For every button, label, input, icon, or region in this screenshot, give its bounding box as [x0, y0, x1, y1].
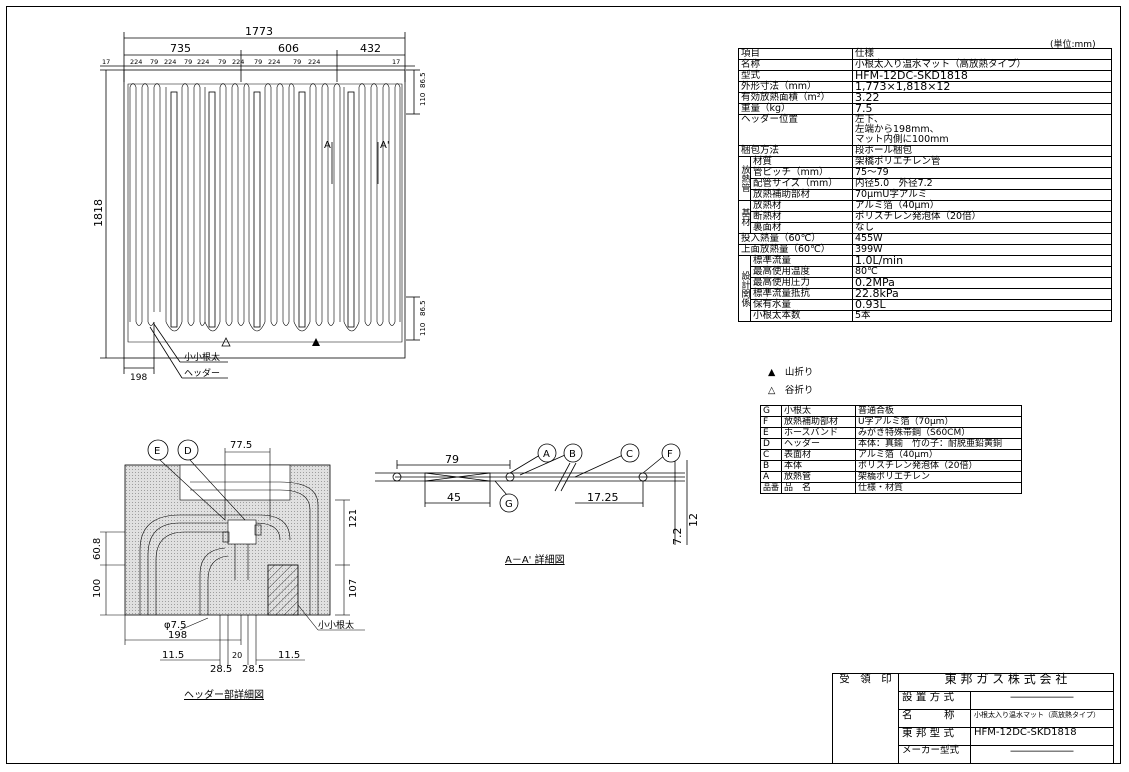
- svg-text:224: 224: [130, 58, 142, 66]
- svg-text:224: 224: [268, 58, 280, 66]
- svg-text:17: 17: [102, 58, 110, 66]
- dim-77-5: 77.5: [230, 440, 252, 451]
- svg-text:17: 17: [392, 58, 400, 66]
- section-label-a: A: [543, 449, 550, 460]
- dim-198: 198: [168, 630, 187, 641]
- right-bottom-dim: 86.5: [419, 300, 427, 316]
- dim-45: 45: [447, 491, 461, 504]
- dim-60-8: 60.8: [92, 538, 103, 560]
- drawing-frame: [6, 6, 1121, 764]
- dim-107: 107: [348, 579, 359, 598]
- section-label-f: F: [667, 449, 673, 460]
- label-header: ヘッダー: [184, 367, 220, 379]
- dim-11-5b: 11.5: [278, 650, 300, 661]
- pipe-pattern: [127, 83, 403, 343]
- dim-11-5a: 11.5: [162, 650, 184, 661]
- label-d: D: [184, 446, 192, 457]
- left-bottom-dim: 198: [130, 373, 147, 383]
- mountain-fold-mark: [312, 338, 320, 346]
- label-joist: 小小根太: [184, 351, 220, 363]
- seg2-dim: 606: [278, 42, 299, 55]
- section-detail: A B C F G 79 45 17.25 A－A' 詳細図 7.2 12: [375, 443, 700, 566]
- overall-width-dim: 1773: [245, 25, 273, 38]
- valley-fold-mark: [221, 337, 231, 347]
- valley-icon: △: [768, 385, 776, 396]
- unit-label: (単位:mm): [1050, 40, 1096, 50]
- section-caption: A－A' 詳細図: [505, 553, 565, 566]
- svg-text:79: 79: [218, 58, 226, 66]
- small-dims: 17 224 79 224 79 224 79 224 79 224 79 22…: [102, 58, 400, 66]
- section-mark-a2: A': [380, 140, 390, 151]
- stamp-area: 受 領 印: [832, 673, 899, 764]
- dim-12: 12: [687, 513, 700, 527]
- dim-100: 100: [92, 579, 103, 598]
- right-top-dim2: 86.5: [419, 72, 427, 88]
- dim-7-2: 7.2: [671, 528, 684, 546]
- svg-text:79: 79: [293, 58, 301, 66]
- svg-text:224: 224: [164, 58, 176, 66]
- label-e: E: [154, 446, 160, 457]
- legend-mountain: ▲ 山折り: [768, 367, 814, 378]
- header-detail-caption: ヘッダー部詳細図: [184, 688, 264, 701]
- dim-pipe: φ7.5: [164, 620, 187, 631]
- right-top-dim: 110: [419, 93, 427, 106]
- section-label-b: B: [569, 449, 576, 460]
- svg-text:224: 224: [232, 58, 244, 66]
- dim-20: 20: [232, 651, 242, 660]
- company-name: 東 邦 ガ ス 株 式 会 社: [898, 673, 1114, 692]
- svg-text:79: 79: [150, 58, 158, 66]
- title-block: 受 領 印 東 邦 ガ ス 株 式 会 社 設 置 方 式―――――― 名 称小…: [832, 673, 1114, 764]
- legend-valley: △ 谷折り: [768, 385, 814, 396]
- dim-17-25: 17.25: [587, 491, 619, 504]
- right-bottom-dim2: 110: [419, 323, 427, 336]
- svg-text:79: 79: [254, 58, 262, 66]
- plan-view: 1773 735 606 432 17 224 79 224 79 224 79…: [92, 25, 427, 383]
- dim-28-5b: 28.5: [242, 664, 264, 675]
- svg-text:224: 224: [308, 58, 320, 66]
- dim-121: 121: [348, 509, 359, 528]
- height-dim: 1818: [92, 199, 105, 227]
- seg3-dim: 432: [360, 42, 381, 55]
- dim-79: 79: [445, 453, 459, 466]
- mountain-icon: ▲: [768, 367, 776, 378]
- dim-28-5a: 28.5: [210, 664, 232, 675]
- header-detail: E D 77.5 198 11.5 20 11.5 28.5 28.5 φ7.5…: [92, 439, 365, 701]
- svg-text:79: 79: [184, 58, 192, 66]
- svg-text:224: 224: [197, 58, 209, 66]
- section-label-g: G: [505, 499, 513, 510]
- section-label-c: C: [626, 449, 633, 460]
- section-mark-a: A: [324, 140, 331, 151]
- label-joist-detail: 小小根太: [318, 619, 354, 631]
- seg1-dim: 735: [170, 42, 191, 55]
